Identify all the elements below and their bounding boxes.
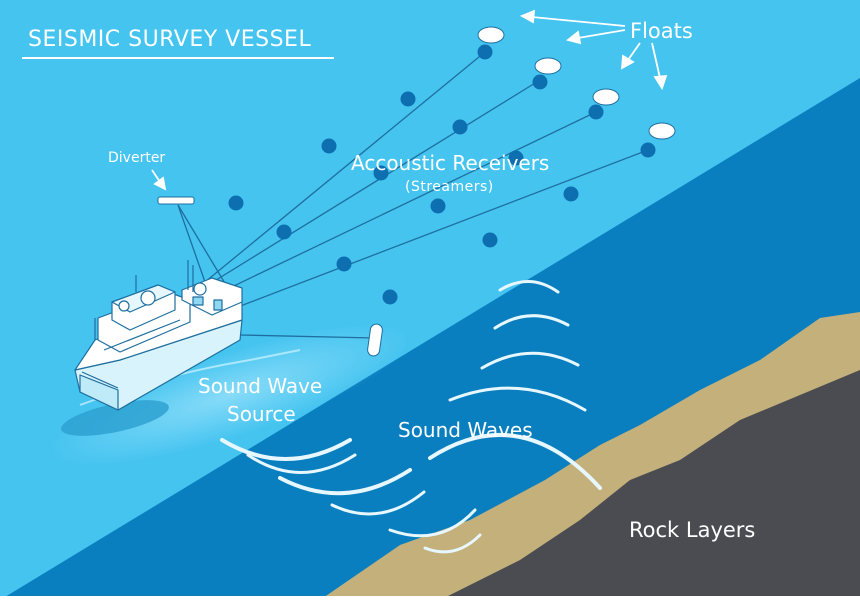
receivers [228,44,656,305]
vessel-radome [118,300,130,312]
receiver [430,198,446,214]
streamer-line [229,149,649,311]
diverter-body [157,196,195,205]
receivers-label: Accoustic Receivers [351,151,549,175]
page-title: SEISMIC SURVEY VESSEL [28,27,311,52]
vessel-rail [103,319,181,351]
float [534,57,562,75]
arrow-line [651,42,661,79]
arrow-line [627,42,641,61]
rock-layers-label: Rock Layers [629,518,755,542]
arrow-head [653,74,668,91]
vessel [74,260,243,411]
receiver [400,91,416,107]
sound-wave [220,438,352,461]
vessel-window [192,296,204,306]
float [648,122,676,140]
arrow-head [566,30,582,45]
receiver [588,104,604,120]
sound-wave [423,533,482,554]
streamer-line [214,111,597,296]
vessel-radome [193,282,207,296]
diverter [157,196,195,205]
float [477,26,505,44]
arrow-line [151,169,161,183]
sound-wave [278,468,412,496]
sound-waves-label: Sound Waves [398,418,533,442]
boat-wake-glow [48,323,412,467]
float-arrows [151,9,668,191]
receiver [373,165,389,181]
sound-wave [388,508,477,538]
sound-wave [493,314,570,330]
receiver [321,138,337,154]
vessel-window [213,299,223,311]
receiver [228,195,244,211]
diverter-rope [177,204,206,283]
receiver [482,232,498,248]
receiver [382,289,398,305]
float [592,88,620,106]
sound-waves [220,280,602,554]
sound-wave [480,351,580,370]
sound-wave [498,280,560,294]
source-label-line1: Sound Wave [198,374,322,398]
source-label-line2: Source [227,402,296,426]
arrow-head [519,9,536,24]
arrow-line [531,16,626,27]
sound-wave [428,432,602,490]
arrow-head [620,54,635,70]
streamers [177,51,649,339]
arrow-line [577,29,626,39]
vessel-radome [140,290,156,306]
receiver [640,142,656,158]
receiver [276,224,292,240]
source-cable [239,334,376,339]
receiver [508,150,524,166]
vessel-hull-side [79,374,119,411]
streamer-line [207,79,541,286]
receiver [452,119,468,135]
floats [477,26,676,140]
floats-label: Floats [630,19,693,43]
streamer-line [204,51,486,283]
sound-wave [448,386,587,412]
vessel-rail [81,371,119,389]
sound-wave [246,453,357,474]
boat-reflection [61,400,169,436]
receiver [532,74,548,90]
source-body [367,323,383,357]
arrow-head [153,176,167,191]
sound-source [367,323,383,357]
receiver [477,44,493,60]
rock-layer [440,370,860,600]
streamers-label: (Streamers) [405,179,494,195]
receiver [336,256,352,272]
receiver [563,186,579,202]
sound-wave [330,490,426,516]
diverter-label: Diverter [108,150,165,166]
